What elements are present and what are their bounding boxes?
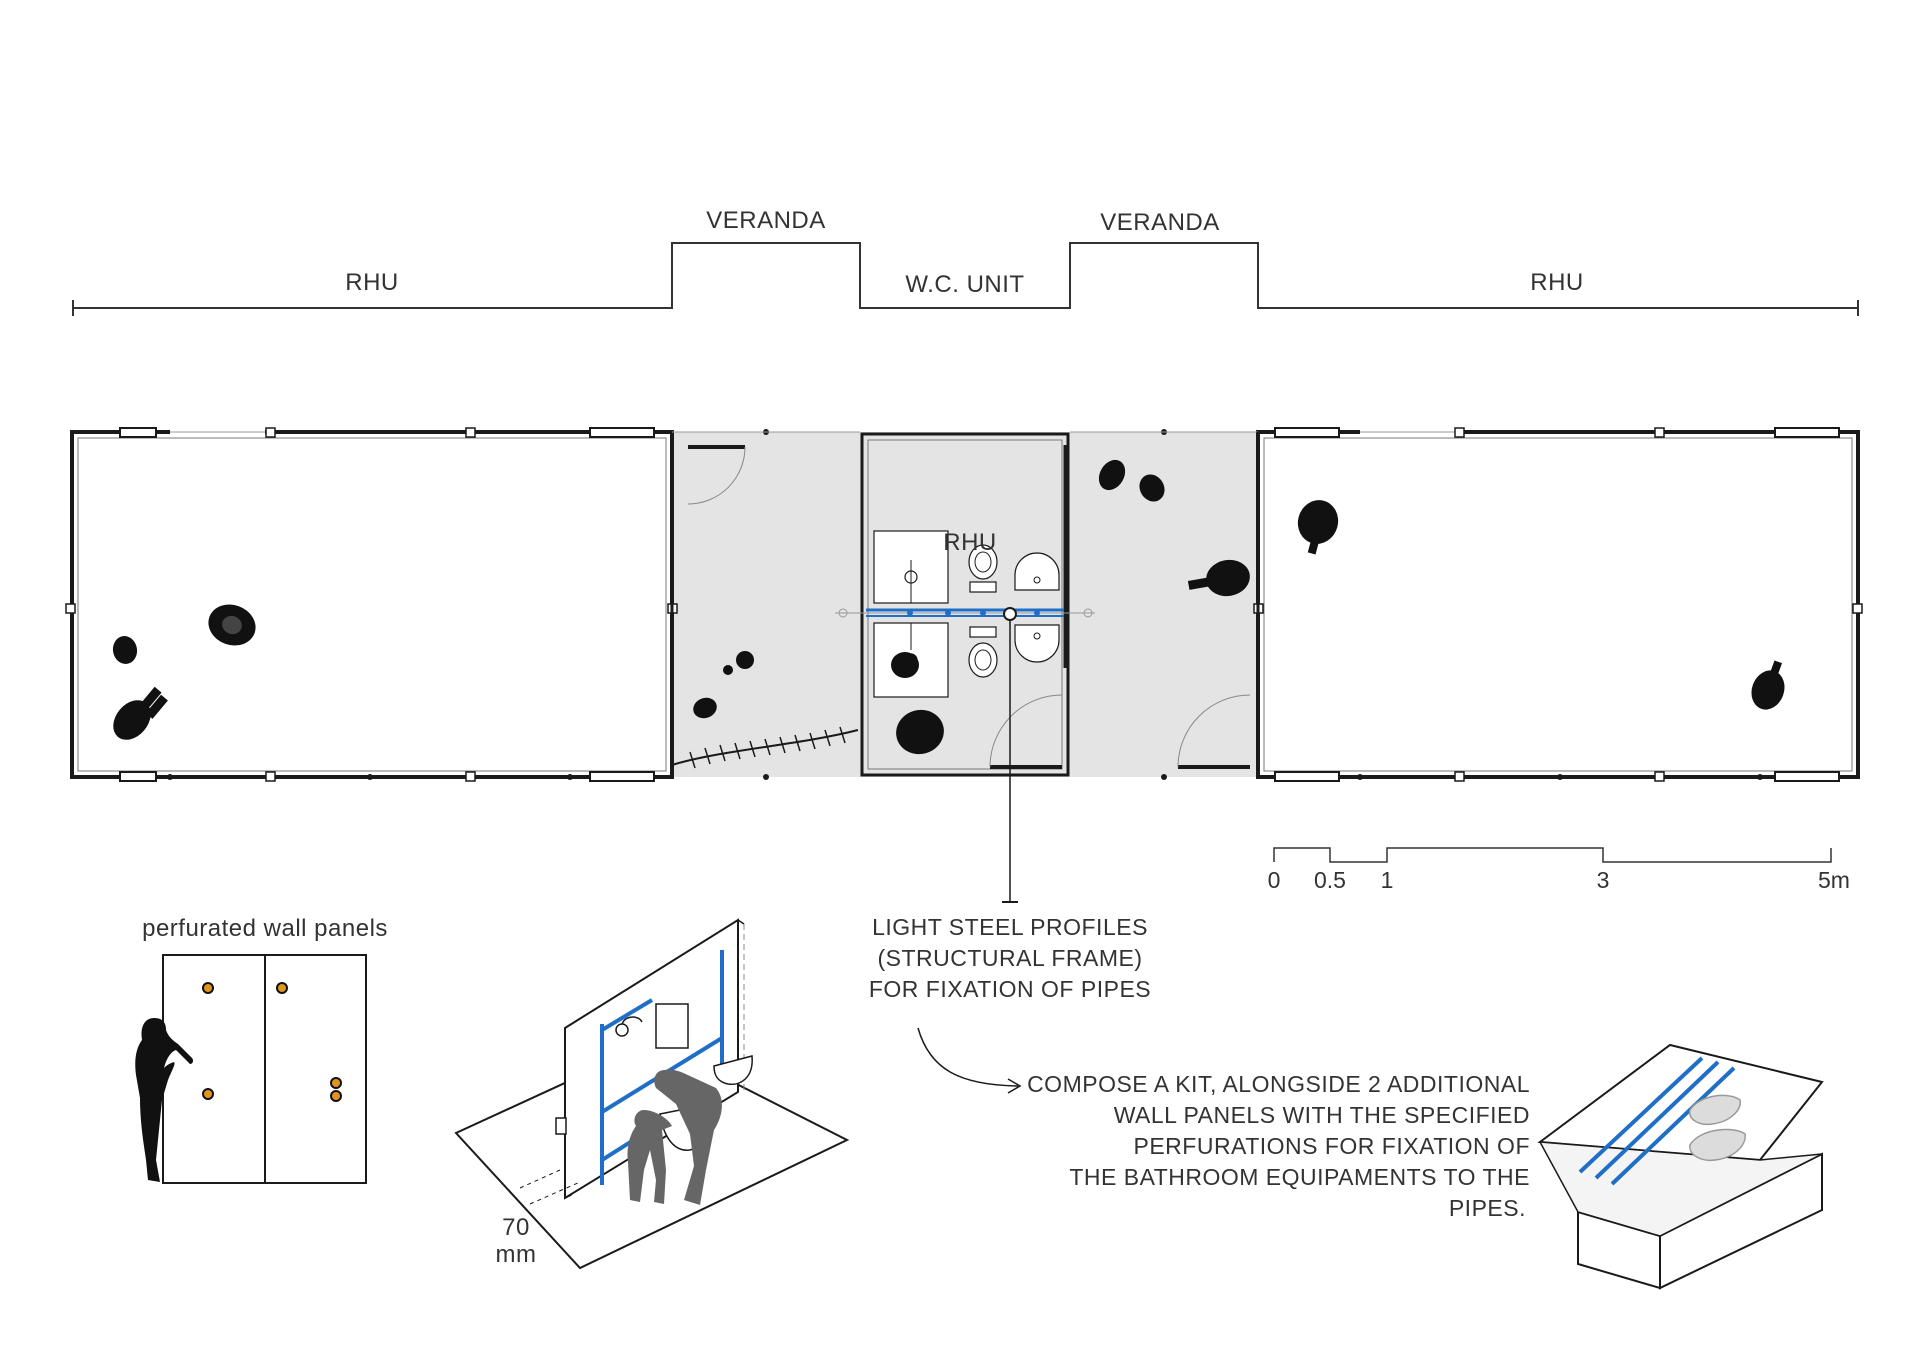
dimension-unit: mm (496, 1241, 537, 1268)
wet-wall-pipes (866, 607, 1064, 621)
box-back-flap (1537, 1043, 1824, 1162)
kit-box (1537, 1043, 1824, 1290)
program-profile-line (73, 242, 1858, 309)
veranda-left-details (670, 431, 860, 777)
perforated-wall-panels: perfurated wall panels (135, 915, 388, 1184)
label-wc-unit: W.C. UNIT (905, 271, 1024, 298)
callout-line-3: FOR FIXATION OF PIPES (869, 976, 1151, 1002)
sink-top (1014, 552, 1060, 591)
toilet-top (968, 544, 998, 580)
label-veranda-right: VERANDA (1100, 209, 1220, 236)
veranda-left-floor (672, 432, 860, 777)
kit-fixtures (1689, 1094, 1746, 1162)
iso-fixtures (555, 1003, 753, 1151)
kit-note-line-4: THE BATHROOM EQUIPAMENTS TO THE (1069, 1164, 1530, 1190)
kit-note-line-1: COMPOSE A KIT, ALONGSIDE 2 ADDITIONAL (1027, 1071, 1530, 1097)
floor-plan: RHU (65, 427, 1863, 903)
iso-people-silhouettes (627, 1069, 722, 1205)
callout-line-1: LIGHT STEEL PROFILES (872, 914, 1148, 940)
kit-pipes (1578, 1056, 1736, 1186)
wall-panel-left (162, 954, 266, 1184)
scale-tick-5m: 5m (1818, 867, 1850, 893)
kit-note-line-3: PERFURATIONS FOR FIXATION OF (1134, 1133, 1531, 1159)
scale-tick-1: 1 (1381, 867, 1394, 893)
rhu-left-room (70, 427, 674, 782)
kit-note-line-5: PIPES. (1449, 1195, 1526, 1221)
dimension-value: 70 (502, 1214, 530, 1241)
iso-sink (713, 1055, 753, 1086)
veranda-right-floor (1070, 432, 1258, 777)
standing-person-silhouette (135, 1018, 194, 1182)
wc-unit-floor (860, 432, 1070, 777)
scale-tick-0: 0 (1268, 867, 1281, 893)
scale-bar: 0 0.5 1 3 5m (1268, 847, 1850, 893)
people-silhouettes (112, 459, 1785, 755)
sink-bottom (1014, 624, 1060, 663)
kit-note: COMPOSE A KIT, ALONGSIDE 2 ADDITIONAL WA… (1027, 1071, 1531, 1221)
scale-tick-3: 3 (1597, 867, 1610, 893)
wc-unit (835, 432, 1095, 777)
program-diagram: RHU VERANDA W.C. UNIT VERANDA RHU (72, 207, 1859, 316)
iso-pipes (600, 950, 724, 1185)
wall-dots (167, 429, 1763, 780)
panels-title: perfurated wall panels (142, 915, 388, 942)
isometric-bathroom: 70 mm (454, 918, 850, 1270)
label-veranda-left: VERANDA (706, 207, 826, 234)
perforations (202, 982, 342, 1102)
rhu-right-room (1256, 427, 1860, 782)
steel-profile-callout: LIGHT STEEL PROFILES (STRUCTURAL FRAME) … (869, 914, 1151, 1094)
curved-arrow (917, 1027, 1019, 1087)
kit-note-line-2: WALL PANELS WITH THE SPECIFIED (1114, 1102, 1530, 1128)
cistern (655, 1003, 689, 1049)
callout-anchor-dot (1003, 607, 1017, 621)
label-rhu-left: RHU (345, 269, 399, 296)
scale-tick-0-5: 0.5 (1314, 867, 1346, 893)
toilet-bottom (968, 642, 998, 678)
iso-wall-panel (564, 918, 739, 1200)
veranda-right-details (1070, 431, 1260, 777)
plan-inner-label: RHU (943, 529, 997, 556)
callout-line-2: (STRUCTURAL FRAME) (878, 945, 1143, 971)
label-rhu-right: RHU (1530, 269, 1584, 296)
